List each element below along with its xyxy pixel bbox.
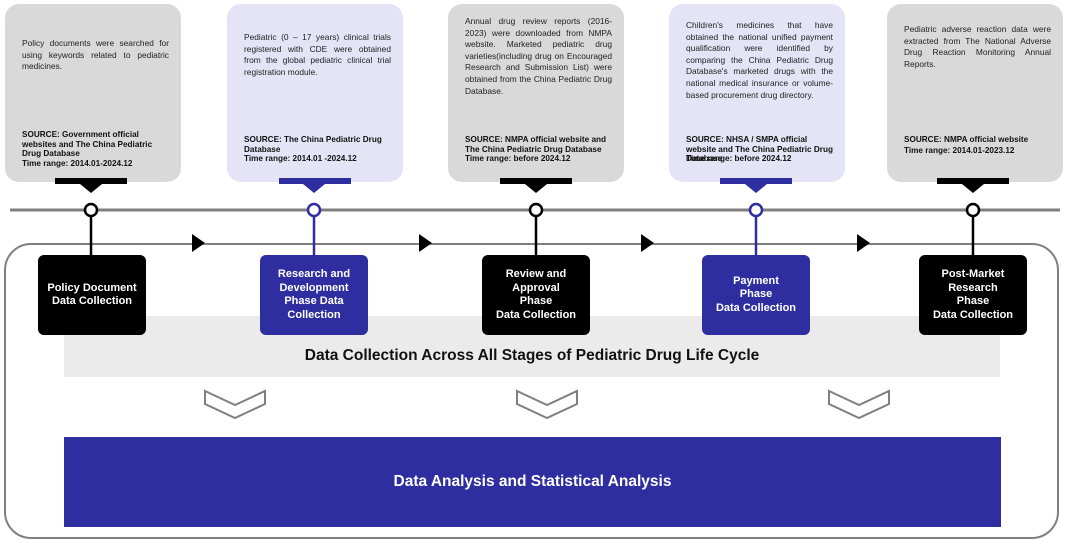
callout-pointer-policy (55, 178, 127, 193)
callout-time-range: Time range: before 2024.12 (465, 154, 571, 163)
callout-source: SOURCE: NMPA official website and The Ch… (465, 135, 607, 154)
stage-research-development: Research and Development Phase Data Coll… (260, 255, 368, 335)
callout-time-range: Time range: 2014.01 -2024.12 (244, 154, 357, 163)
callout-post-market: Pediatric adverse reaction data were ext… (887, 4, 1063, 182)
timeline-node-research (306, 202, 322, 218)
callout-pointer-post-market (937, 178, 1009, 193)
callout-description: Pediatric (0 – 17 years) clinical trials… (244, 32, 391, 77)
callout-description: Pediatric adverse reaction data were ext… (904, 24, 1051, 69)
timeline-node-review (528, 202, 544, 218)
callout-research-development: Pediatric (0 – 17 years) clinical trials… (227, 4, 403, 182)
callout-time-range: Time range: 2014.01-2024.12 (22, 159, 133, 168)
timeline-node-payment (748, 202, 764, 218)
stage-policy-document: Policy Document Data Collection (38, 255, 146, 335)
flow-arrow-1 (192, 234, 205, 252)
callout-pointer-payment (720, 178, 792, 193)
callout-payment: Children's medicines that have obtained … (669, 4, 845, 182)
flow-arrow-2 (419, 234, 432, 252)
timeline-node-post-market (965, 202, 981, 218)
callout-review-approval: Annual drug review reports (2016-2023) w… (448, 4, 624, 182)
callout-description: Children's medicines that have obtained … (686, 20, 833, 100)
callout-time-range: Time range: before 2024.12 (686, 154, 792, 163)
callout-policy: Policy documents were searched for using… (5, 4, 181, 182)
callout-source: SOURCE: The China Pediatric Drug Databas… (244, 135, 382, 154)
callout-description: Annual drug review reports (2016-2023) w… (465, 16, 612, 96)
timeline-node-policy (83, 202, 99, 218)
flow-arrow-4 (857, 234, 870, 252)
lifecycle-label: Data Collection Across All Stages of Ped… (304, 347, 760, 364)
callout-pointer-research (279, 178, 351, 193)
analysis-bar: Data Analysis and Statistical Analysis (64, 437, 1001, 527)
analysis-label: Data Analysis and Statistical Analysis (393, 473, 672, 490)
flow-arrow-3 (641, 234, 654, 252)
callout-source: SOURCE: Government official websites and… (22, 130, 153, 159)
stage-payment: Payment Phase Data Collection (702, 255, 810, 335)
callout-source: SOURCE: NMPA official website (904, 135, 1029, 144)
callout-time-range: Time range: 2014.01-2023.12 (904, 146, 1015, 155)
callout-pointer-review (500, 178, 572, 193)
callout-source: SOURCE: NHSA / SMPA official website and… (686, 135, 833, 164)
stage-post-market: Post-Market Research Phase Data Collecti… (919, 255, 1027, 335)
stage-review-approval: Review and Approval Phase Data Collectio… (482, 255, 590, 335)
callout-description: Policy documents were searched for using… (22, 38, 169, 72)
